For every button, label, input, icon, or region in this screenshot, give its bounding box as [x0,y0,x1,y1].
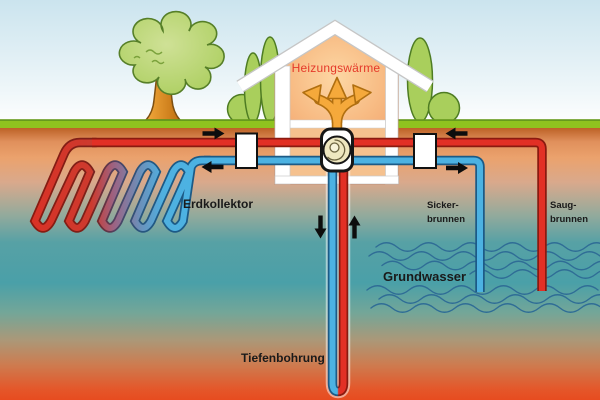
pipes [29,137,547,399]
label-heizungswaerme: Heizungswärme [292,61,381,75]
tree [118,10,225,121]
flow-arrow-borehole-down [314,215,327,239]
tree-canopy-detail [133,49,165,65]
flow-arrow-left-in [202,127,225,140]
house-wall-left [274,65,291,185]
flow-arrow-left-out [201,161,224,173]
well-manifold-box [413,133,437,169]
warm-pipe-saugbrunnen [342,137,547,291]
tree-canopy [118,10,225,96]
house-roof-face [237,21,433,92]
collector-serpentine-pipe [29,137,215,233]
heating-arrow [302,76,372,135]
house-wall-right [385,65,399,185]
collector-manifold-box [235,132,258,169]
label-sickerbrunnen-line2: brunnen [427,214,465,225]
label-tiefenbohrung: Tiefenbohrung [241,351,325,365]
borehole-pipe [325,168,351,399]
label-sickerbrunnen-line1: Sicker- [427,200,459,211]
labels: Heizungswärme Erdkollektor Tiefenbohrung… [183,61,588,365]
cold-pipe-sickerbrunnen [342,155,485,292]
heat-pump-unit [320,127,354,173]
flow-arrow-right-in [445,127,468,140]
flow-arrow-borehole-up [348,215,361,239]
label-saugbrunnen-line1: Saug- [550,200,576,211]
heat-arrowhead-up [326,76,348,100]
label-grundwasser: Grundwasser [383,269,466,284]
heat-arrowhead-right [352,84,372,104]
heat-arrowhead-left [302,84,322,104]
label-erdkollektor: Erdkollektor [183,197,253,211]
label-saugbrunnen-line2: brunnen [550,214,588,225]
flow-arrows [201,127,468,239]
bush-round-right [427,91,461,125]
flow-arrow-right-out [446,162,468,174]
